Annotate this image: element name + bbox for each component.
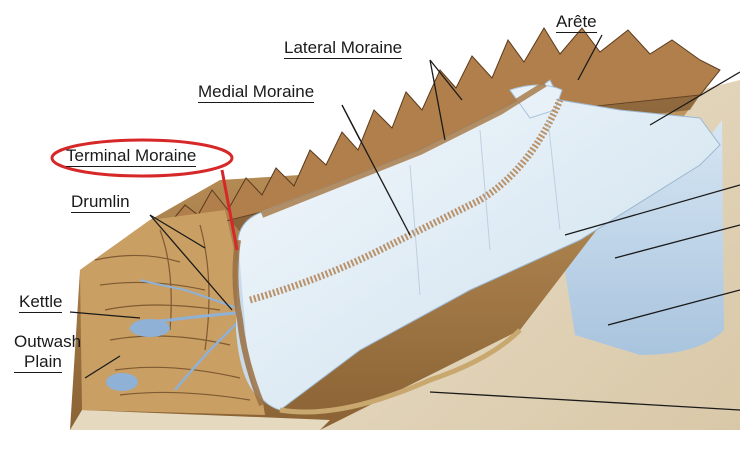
label-terminal-moraine: Terminal Moraine xyxy=(66,146,196,167)
label-outwash-plain: Outwash Plain xyxy=(14,332,104,373)
label-outwash-line2: Plain xyxy=(14,352,62,373)
label-medial-moraine: Medial Moraine xyxy=(198,82,314,103)
label-arete: Arête xyxy=(556,12,597,33)
label-outwash-line1: Outwash xyxy=(14,332,104,352)
label-kettle: Kettle xyxy=(19,292,62,313)
label-lateral-moraine: Lateral Moraine xyxy=(284,38,402,59)
label-drumlin: Drumlin xyxy=(71,192,130,213)
kettle-lake xyxy=(130,319,170,337)
kettle-lake xyxy=(106,373,138,391)
